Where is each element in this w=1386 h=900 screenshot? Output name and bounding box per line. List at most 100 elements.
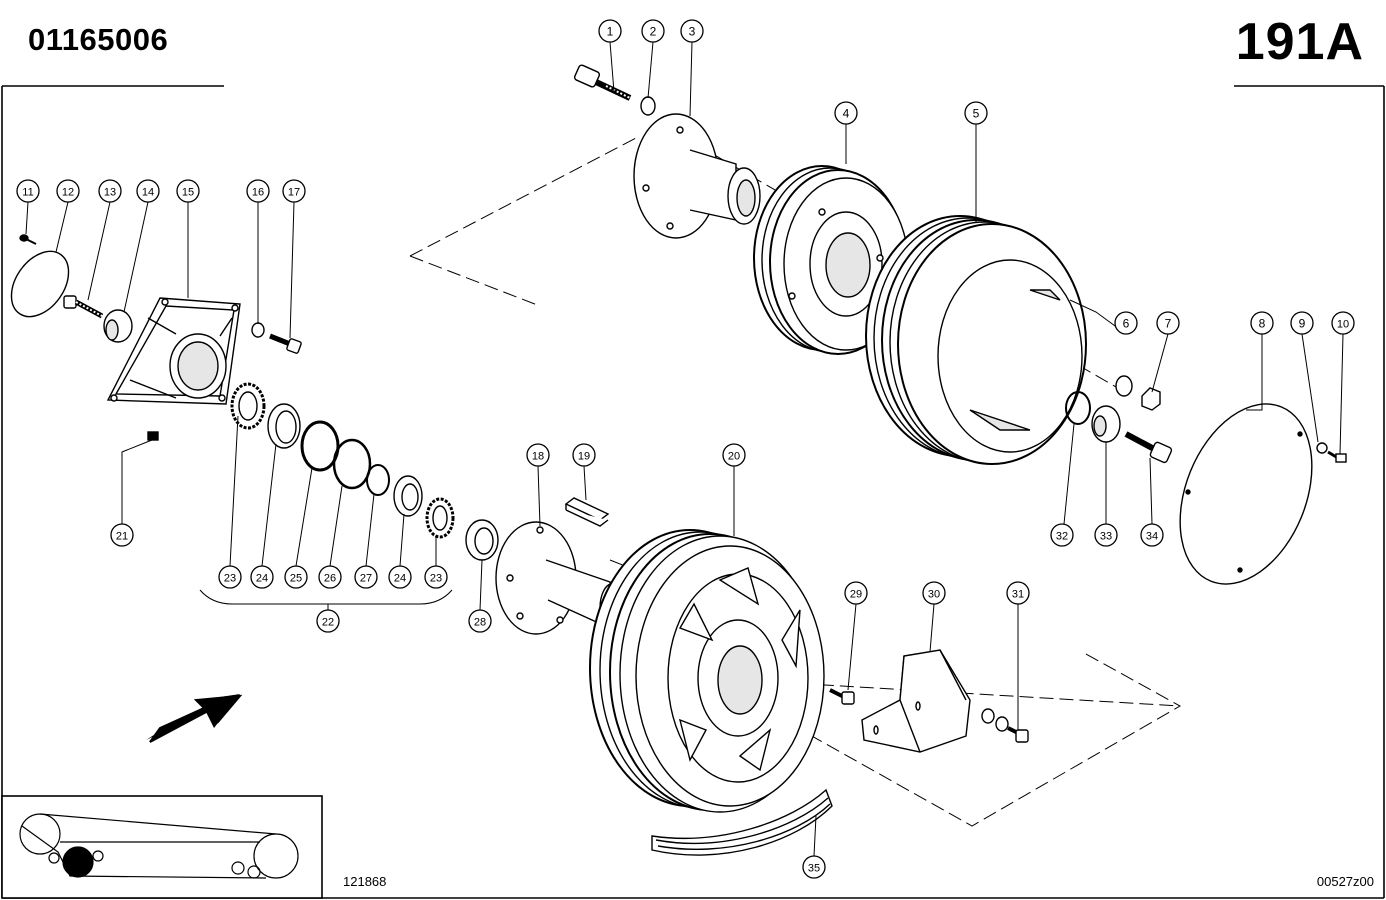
svg-text:4: 4 (843, 107, 850, 121)
callout-28: 28 (468, 609, 492, 633)
callout-22: 22 (316, 609, 340, 633)
part-25-circlip (300, 420, 340, 472)
callout-24: 24 (250, 565, 274, 589)
part-23-bearing-2 (425, 497, 455, 539)
part-7-nut (1141, 387, 1161, 411)
part-35-v-belt (651, 788, 833, 856)
callout-18: 18 (526, 443, 550, 467)
part-19-key (564, 497, 610, 527)
part-12-cover (10, 250, 70, 318)
svg-text:31: 31 (1012, 589, 1024, 601)
svg-text:24: 24 (256, 573, 268, 585)
svg-text:8: 8 (1259, 317, 1266, 331)
part-14-plug (103, 309, 133, 343)
part-1-bolt (573, 64, 632, 101)
part-32-ring (1065, 391, 1091, 425)
part-26-ring (332, 438, 372, 490)
svg-text:28: 28 (474, 617, 486, 629)
svg-text:6: 6 (1123, 317, 1130, 331)
part-28-seal (465, 519, 499, 561)
svg-text:5: 5 (973, 107, 980, 121)
callout-29: 29 (844, 581, 868, 605)
callout-17: 17 (282, 179, 306, 203)
svg-text:29: 29 (850, 589, 862, 601)
callout-24-b: 24 (388, 565, 412, 589)
callout-21: 21 (110, 523, 134, 547)
svg-text:1: 1 (607, 25, 614, 39)
svg-text:16: 16 (252, 187, 264, 199)
svg-text:21: 21 (116, 531, 128, 543)
part-21-grease-nipple (147, 431, 159, 441)
part-27-ring (366, 464, 390, 496)
callout-1: 1 (598, 19, 622, 43)
part-20-pulley (589, 529, 825, 813)
callout-32: 32 (1050, 523, 1074, 547)
callout-12: 12 (56, 179, 80, 203)
svg-text:30: 30 (928, 589, 940, 601)
svg-text:23: 23 (224, 573, 236, 585)
callout-2: 2 (641, 19, 665, 43)
svg-text:11: 11 (22, 187, 33, 199)
callout-6: 6 (1114, 311, 1138, 335)
svg-text:22: 22 (322, 617, 334, 629)
upper-sheave-group (573, 64, 1347, 585)
part-6-washer (1115, 375, 1133, 397)
part-3-hub (633, 113, 761, 239)
svg-text:15: 15 (182, 187, 194, 199)
callout-7: 7 (1156, 311, 1180, 335)
lower-pulley-group (495, 497, 1029, 856)
callout-16: 16 (246, 179, 270, 203)
svg-text:24: 24 (394, 573, 406, 585)
svg-text:25: 25 (290, 573, 302, 585)
arrow-up-right-icon (146, 694, 243, 743)
callout-8: 8 (1250, 311, 1274, 335)
callout-14: 14 (136, 179, 160, 203)
svg-text:23: 23 (430, 573, 442, 585)
callout-35: 35 (802, 855, 826, 879)
svg-text:9: 9 (1299, 317, 1306, 331)
part-30-bracket (861, 649, 971, 753)
callout-13: 13 (98, 179, 122, 203)
part-24-ring-2 (393, 475, 423, 517)
callout-34: 34 (1140, 523, 1164, 547)
callout-33: 33 (1094, 523, 1118, 547)
figure-reference-right: 00527z00 (1316, 874, 1374, 889)
svg-text:35: 35 (808, 863, 820, 875)
part-15-flange-housing (106, 297, 241, 405)
part-11-screw (19, 234, 37, 245)
part-10-screw (1327, 450, 1347, 463)
part-13-bolt (63, 295, 104, 319)
part-33-bush (1091, 405, 1121, 443)
part-16-washer (251, 322, 265, 338)
svg-text:26: 26 (324, 573, 336, 585)
callout-23-b: 23 (424, 565, 448, 589)
svg-text:27: 27 (360, 573, 372, 585)
part-8-cover (1179, 403, 1313, 585)
svg-text:19: 19 (578, 451, 590, 463)
svg-text:14: 14 (142, 187, 154, 199)
callout-bubbles: 1 2 3 4 5 6 7 8 9 10 11 12 13 14 15 16 1… (16, 19, 1355, 879)
part-5-large-sheave (865, 215, 1087, 465)
callout-11: 11 (16, 179, 40, 203)
callout-25: 25 (284, 565, 308, 589)
callout-20: 20 (722, 443, 746, 467)
part-9-washer (1316, 442, 1328, 454)
svg-text:20: 20 (728, 451, 740, 463)
callout-31: 31 (1006, 581, 1030, 605)
page-number: 191A (1235, 13, 1364, 71)
document-number: 01165006 (28, 22, 169, 57)
callout-5: 5 (964, 101, 988, 125)
svg-text:32: 32 (1056, 531, 1068, 543)
svg-text:17: 17 (288, 187, 300, 199)
svg-text:2: 2 (650, 25, 657, 39)
callout-3: 3 (680, 19, 704, 43)
svg-text:3: 3 (689, 25, 696, 39)
part-2-washer (640, 96, 656, 116)
svg-text:34: 34 (1146, 531, 1158, 543)
callout-26: 26 (318, 565, 342, 589)
part-17-bolt (269, 333, 302, 354)
callout-leaders (25, 41, 1344, 857)
callout-4: 4 (834, 101, 858, 125)
part-31-bolt (981, 708, 1029, 743)
